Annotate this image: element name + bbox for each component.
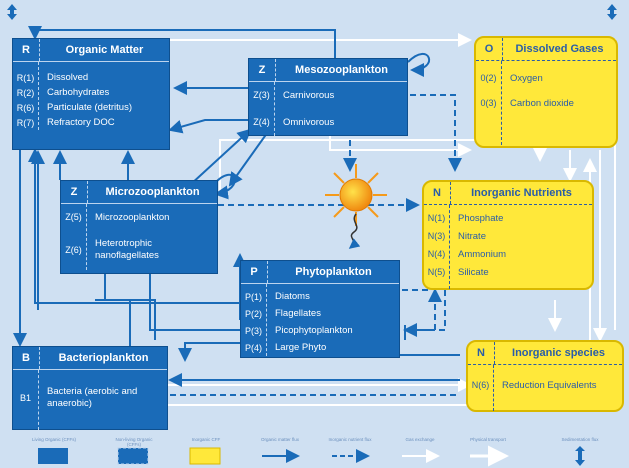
legend-label-inorganic: Inorganic CFF bbox=[191, 437, 221, 442]
box-title: Organic Matter bbox=[65, 44, 144, 56]
box-symbol: Z bbox=[249, 59, 276, 81]
box-symbol: R bbox=[13, 39, 40, 61]
legend-label-nonliving: Non-living Organic (CFFs) bbox=[115, 437, 153, 447]
box-symbol: N bbox=[424, 182, 451, 204]
row-symbol: P(4) bbox=[244, 342, 262, 353]
box-symbol: N bbox=[468, 342, 495, 364]
legend-label-living: Living Organic (CFFs) bbox=[31, 437, 76, 442]
row-label: Dissolved bbox=[47, 72, 89, 83]
sunlight-arrow bbox=[348, 213, 361, 249]
row-label: Carnivorous bbox=[283, 89, 335, 101]
organic-flux-arrows bbox=[13, 26, 460, 387]
sun-icon bbox=[325, 164, 387, 226]
legend-swatch-living bbox=[38, 448, 68, 464]
dissolved-gases-box: O Dissolved Gases 0(2) 0(3) Oxygen Carbo… bbox=[474, 36, 618, 148]
row-symbol: P(2) bbox=[244, 308, 262, 319]
row-symbol: 0(3) bbox=[480, 98, 497, 108]
legend-label-organic-flux: Organic matter flux bbox=[260, 437, 299, 442]
row-label: Carbohydrates bbox=[47, 87, 110, 98]
row-symbol: N(4) bbox=[427, 249, 446, 259]
box-symbol: P bbox=[241, 261, 268, 283]
box-title: Microzooplankton bbox=[105, 186, 200, 198]
bacterioplankton-box: B Bacterioplankton B1 Bacteria (aerobic … bbox=[12, 346, 168, 430]
row-symbol: B1 bbox=[19, 393, 31, 403]
row-label: Heterotrophic nanoflagellates bbox=[95, 238, 159, 261]
vertical-double-arrow-icon bbox=[575, 446, 585, 466]
row-label: Refractory DOC bbox=[47, 117, 115, 128]
row-symbol: Z(3) bbox=[253, 90, 270, 100]
vertical-double-arrow-icon bbox=[7, 4, 17, 20]
box-title: Phytoplankton bbox=[295, 266, 372, 278]
legend-label-nutrient-flux: Inorganic nutrient flux bbox=[328, 437, 372, 442]
mesozooplankton-box: Z Mesozooplankton Z(3) Z(4) Carnivorous … bbox=[248, 58, 408, 136]
nutrient-flux-arrows bbox=[160, 94, 462, 396]
legend-swatch-nonliving bbox=[117, 447, 149, 465]
row-symbol: P(1) bbox=[244, 291, 262, 302]
row-symbol: Z(4) bbox=[253, 117, 270, 127]
row-label: Oxygen bbox=[510, 72, 543, 84]
legend-swatch-inorganic bbox=[189, 447, 221, 465]
legend-label-gas-exchange: Gas exchange bbox=[405, 437, 435, 442]
microzooplankton-box: Z Microzooplankton Z(5) Z(6) Microzoopla… bbox=[60, 180, 218, 274]
row-symbol: P(3) bbox=[244, 325, 262, 336]
row-symbol: 0(2) bbox=[480, 73, 497, 83]
phytoplankton-box: P Phytoplankton P(1) P(2) P(3) P(4) Diat… bbox=[240, 260, 400, 358]
row-label: Silicate bbox=[458, 266, 489, 278]
row-label: Ammonium bbox=[458, 248, 507, 260]
box-title: Bacterioplankton bbox=[58, 352, 149, 364]
row-symbol: Z(5) bbox=[65, 212, 82, 222]
microzoo-self-loop bbox=[213, 173, 236, 200]
row-symbol: R(6) bbox=[16, 102, 35, 113]
box-symbol: B bbox=[13, 347, 40, 369]
row-symbol: N(5) bbox=[427, 267, 446, 277]
organic-matter-box: R Organic Matter R(1) R(2) R(6) R(7) Dis… bbox=[12, 38, 170, 150]
box-symbol: Z bbox=[61, 181, 88, 203]
box-symbol: O bbox=[476, 38, 503, 60]
legend bbox=[38, 445, 585, 467]
row-symbol: N(3) bbox=[427, 231, 446, 241]
row-symbol: R(1) bbox=[16, 72, 35, 83]
mesozoo-self-loop bbox=[407, 53, 431, 77]
row-label: Phosphate bbox=[458, 212, 504, 224]
box-title: Dissolved Gases bbox=[515, 43, 604, 55]
vertical-double-arrow-icon bbox=[607, 4, 617, 20]
legend-label-sedimentation: Sedimentation flux bbox=[561, 437, 599, 442]
inorganic-nutrients-box: N Inorganic Nutrients N(1) N(3) N(4) N(5… bbox=[422, 180, 594, 290]
box-title: Inorganic Nutrients bbox=[471, 187, 572, 199]
row-symbol: Z(6) bbox=[65, 245, 82, 255]
row-label: Bacteria (aerobic and anaerobic) bbox=[47, 386, 138, 409]
row-label: Nitrate bbox=[458, 230, 486, 242]
row-symbol: R(2) bbox=[16, 87, 35, 98]
row-symbol: N(6) bbox=[471, 380, 490, 390]
row-label: Diatoms bbox=[275, 291, 310, 302]
row-label: Flagellates bbox=[275, 308, 321, 319]
legend-label-physical-transport: Physical transport bbox=[470, 437, 506, 442]
row-label: Picophytoplankton bbox=[275, 325, 353, 336]
row-label: Particulate (detritus) bbox=[47, 102, 133, 113]
row-label: Carbon dioxide bbox=[510, 97, 574, 109]
row-label: Reduction Equivalents bbox=[502, 379, 597, 391]
row-label: Omnivorous bbox=[283, 116, 335, 128]
row-label: Microzooplankton bbox=[95, 211, 170, 223]
row-symbol: N(1) bbox=[427, 213, 446, 223]
inorganic-species-box: N Inorganic species N(6) Reduction Equiv… bbox=[466, 340, 624, 412]
row-label: Large Phyto bbox=[275, 342, 327, 353]
box-title: Mesozooplankton bbox=[295, 64, 388, 76]
row-symbol: R(7) bbox=[16, 117, 35, 128]
box-title: Inorganic species bbox=[512, 347, 605, 359]
